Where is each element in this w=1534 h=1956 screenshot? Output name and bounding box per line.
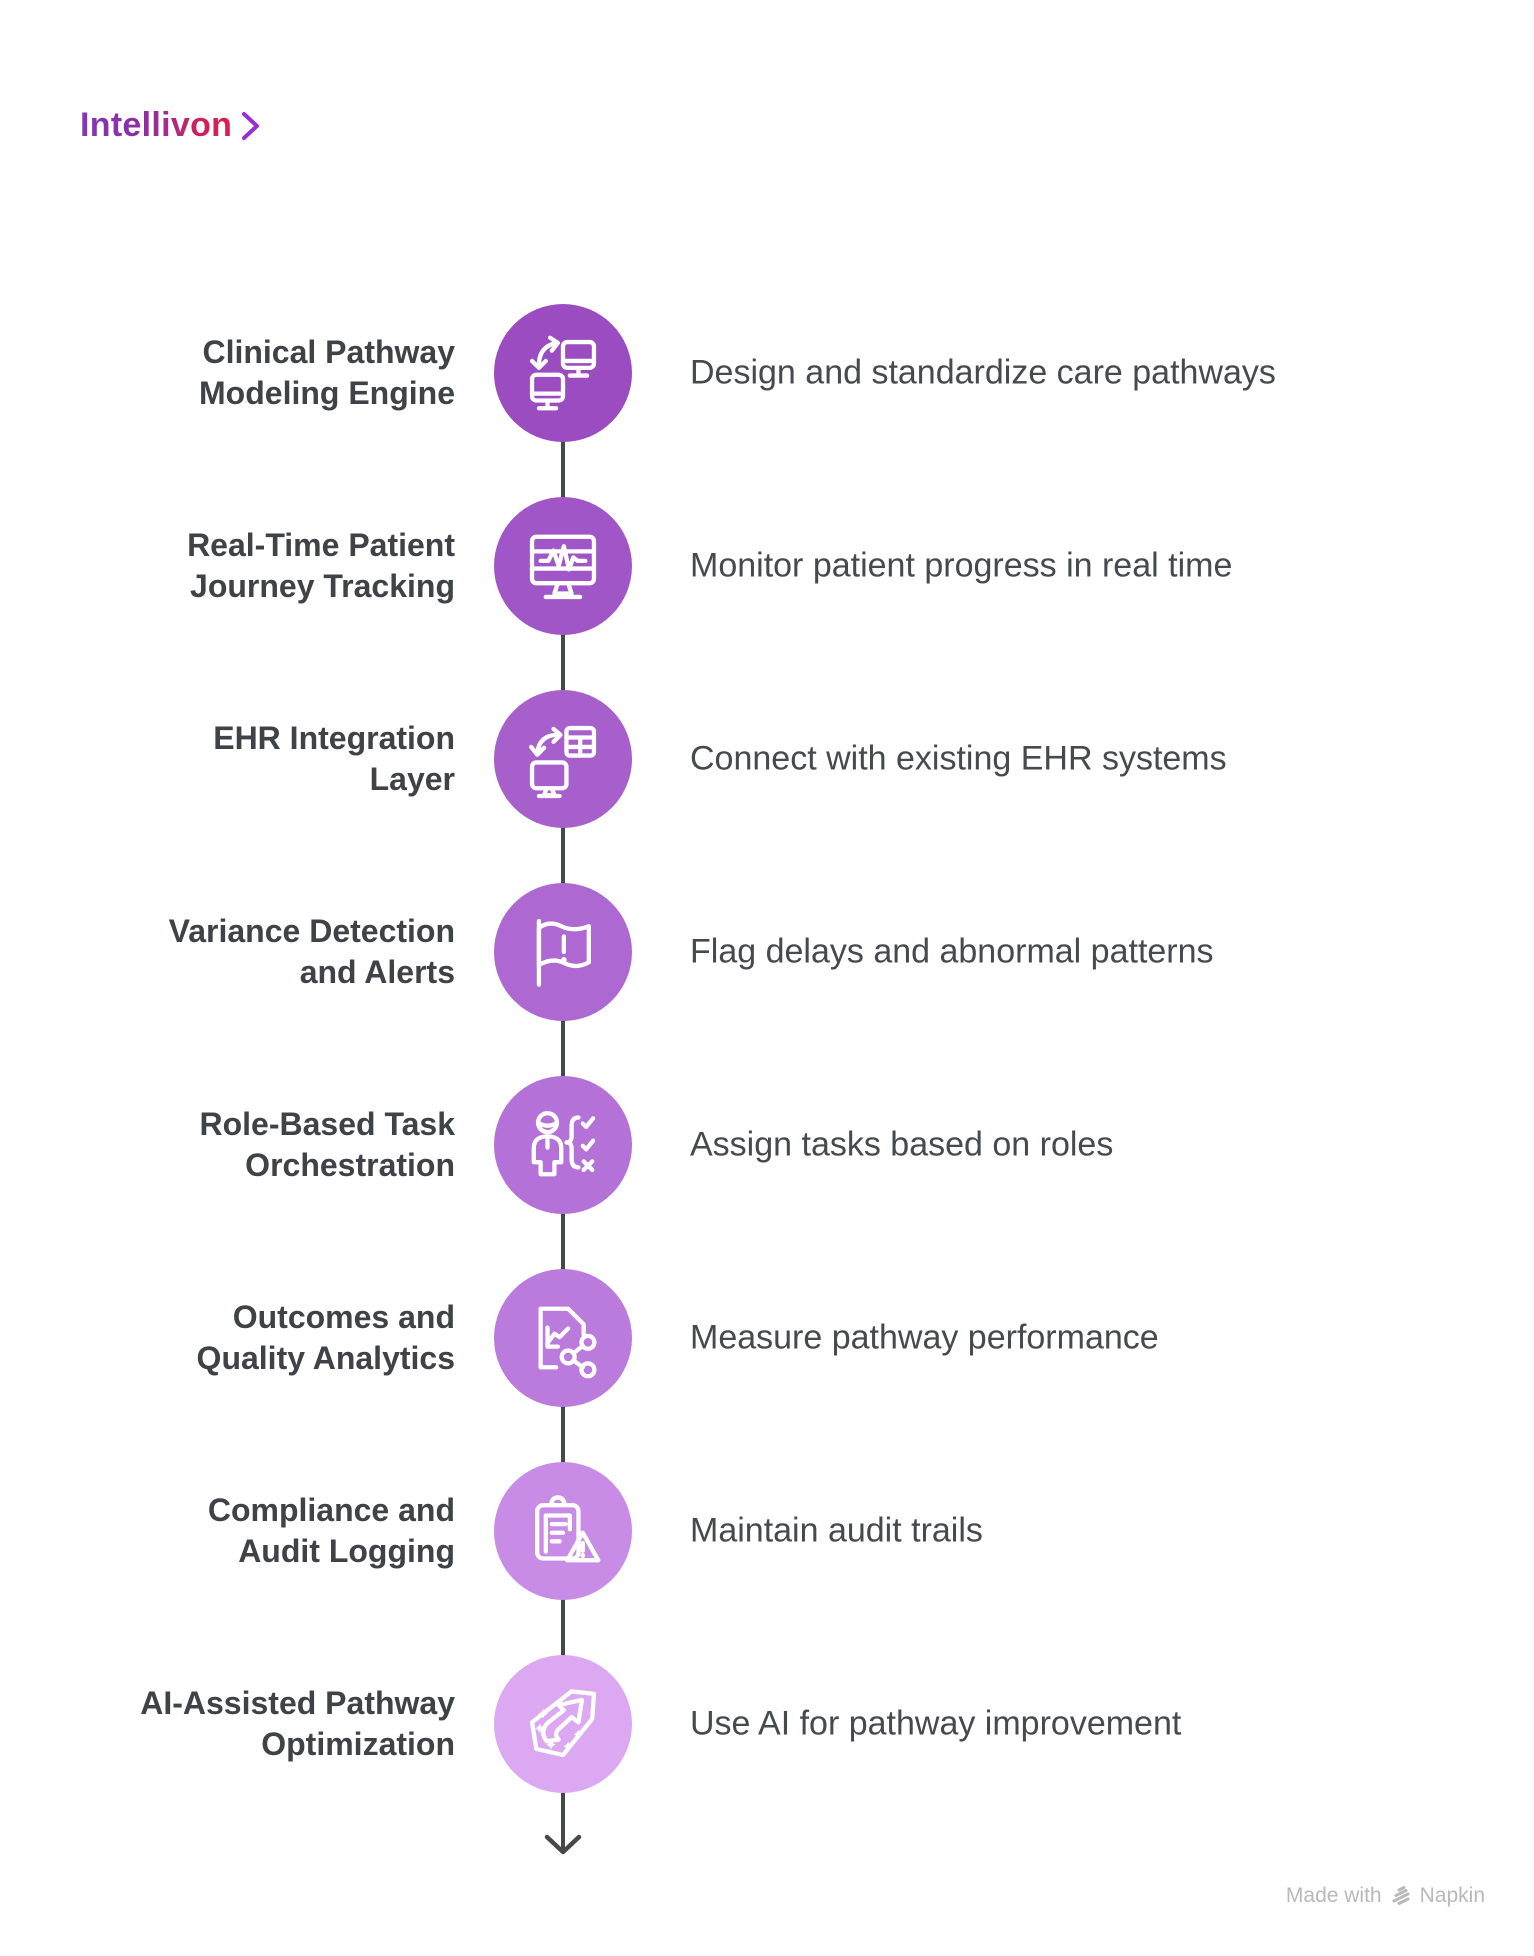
brand-logo-text: Intellivon [80, 106, 233, 144]
timeline-row: EHR Integration Layer Connect wit [0, 662, 1534, 855]
timeline-row: Clinical Pathway Modeling Engine [0, 276, 1534, 469]
feature-title: Real-Time Patient Journey Tracking [187, 526, 455, 604]
feature-title: Outcomes and Quality Analytics [196, 1298, 455, 1376]
feature-title: Variance Detection and Alerts [168, 912, 455, 990]
timeline-row: Outcomes and Quality Analytics Measure p… [0, 1241, 1534, 1434]
person-task-list-icon [531, 1110, 596, 1176]
feature-icon-circle [494, 1654, 632, 1793]
feature-icon-circle [494, 1075, 632, 1214]
arrow-down-icon [544, 1834, 582, 1855]
feature-description: Assign tasks based on roles [690, 1125, 1114, 1163]
feature-icon-circle [494, 303, 632, 442]
timeline-row: Variance Detection and Alerts Flag delay… [0, 855, 1534, 1048]
ai-optimization-arrow-icon [529, 1688, 597, 1757]
feature-icon-circle [494, 882, 632, 1021]
feature-icon-circle [494, 1268, 632, 1407]
sync-data-monitor-icon [529, 725, 597, 798]
clipboard-warning-icon [535, 1494, 601, 1562]
document-analytics-share-icon [538, 1306, 597, 1378]
feature-description: Measure pathway performance [690, 1318, 1159, 1356]
sync-monitors-icon [529, 335, 597, 410]
feature-icon-circle [494, 1461, 632, 1600]
feature-title: Clinical Pathway Modeling Engine [199, 333, 455, 411]
feature-icon-circle [494, 496, 632, 635]
napkin-logo-icon [1392, 1886, 1410, 1905]
feature-title: EHR Integration Layer [213, 719, 455, 797]
feature-title: Role-Based Task Orchestration [199, 1105, 456, 1183]
timeline-row: Role-Based Task Orchestration Assign tas… [0, 1048, 1534, 1241]
credit-brand: Napkin [1419, 1884, 1485, 1907]
feature-title: AI-Assisted Pathway Optimization [140, 1684, 455, 1762]
feature-description: Flag delays and abnormal patterns [690, 932, 1214, 970]
chevron-right-icon [242, 111, 260, 140]
timeline-row: Compliance and Audit Logging Maintain au… [0, 1434, 1534, 1627]
feature-description: Monitor patient progress in real time [690, 546, 1233, 584]
feature-icon-circle [494, 689, 632, 828]
brand-logo: Intellivon [80, 106, 264, 145]
timeline-row: Real-Time Patient Journey Tracking Monit… [0, 469, 1534, 662]
made-with-napkin-credit: Made with Napkin [1286, 1884, 1485, 1908]
timeline-row: AI-Assisted Pathway Optimization Use AI … [0, 1627, 1534, 1820]
feature-description: Maintain audit trails [690, 1511, 983, 1549]
feature-description: Design and standardize care pathways [690, 353, 1276, 391]
feature-description: Connect with existing EHR systems [690, 739, 1227, 777]
monitor-heartbeat-icon [529, 534, 597, 599]
feature-description: Use AI for pathway improvement [690, 1704, 1182, 1742]
alert-flag-icon [536, 918, 591, 987]
credit-prefix: Made with [1285, 1884, 1382, 1907]
feature-title: Compliance and Audit Logging [207, 1491, 455, 1569]
